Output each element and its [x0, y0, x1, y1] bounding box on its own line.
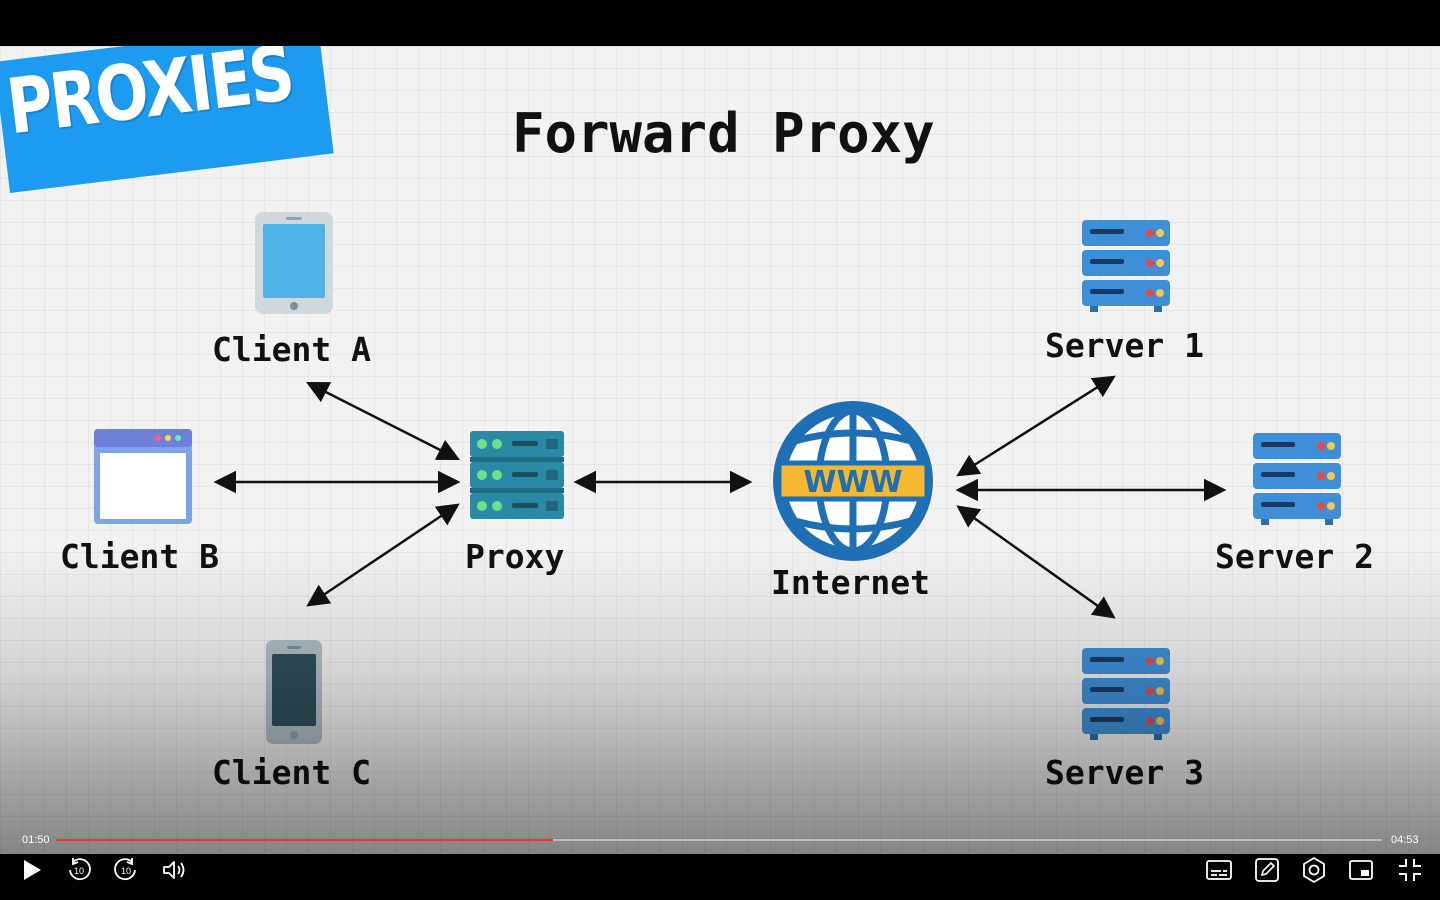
label-client-c: Client C — [212, 753, 371, 792]
globe-icon: WWW — [773, 401, 933, 561]
globe-www-text: WWW — [803, 465, 902, 500]
play-button[interactable] — [18, 856, 46, 884]
label-server-3: Server 3 — [1045, 753, 1204, 792]
label-server-2: Server 2 — [1215, 537, 1374, 576]
svg-text:10: 10 — [121, 866, 131, 876]
notes-button[interactable] — [1253, 856, 1281, 884]
arrow-internet-server3 — [956, 505, 1116, 619]
arrows — [213, 375, 1227, 619]
duration-time: 04:53 — [1391, 834, 1419, 846]
picture-in-picture-button[interactable] — [1347, 856, 1375, 884]
server-1-icon — [1082, 220, 1170, 312]
forward-10-button[interactable]: 10 — [111, 856, 141, 884]
server-3-icon — [1082, 648, 1170, 740]
video-frame[interactable]: PROXIES Forward Proxy — [0, 46, 1440, 854]
edit-note-icon — [1255, 858, 1279, 882]
proxy-server-icon — [470, 431, 564, 519]
label-proxy: Proxy — [465, 537, 565, 576]
exit-fullscreen-button[interactable] — [1395, 856, 1425, 884]
gear-icon — [1303, 857, 1325, 883]
exit-fullscreen-icon — [1399, 859, 1421, 881]
label-client-b: Client B — [60, 537, 219, 576]
tablet-icon — [255, 212, 333, 314]
server-2-icon — [1253, 433, 1341, 525]
label-server-1: Server 1 — [1045, 326, 1204, 365]
fast-forward-icon: 10 — [114, 858, 136, 881]
settings-button[interactable] — [1299, 856, 1329, 884]
arrow-internet-server1 — [956, 375, 1116, 477]
svg-text:10: 10 — [74, 866, 84, 876]
proxy-diagram: WWW — [94, 212, 1341, 744]
label-internet: Internet — [771, 563, 930, 602]
play-icon — [24, 860, 41, 880]
picture-in-picture-icon — [1349, 860, 1373, 880]
label-client-a: Client A — [212, 330, 371, 369]
rewind-icon: 10 — [69, 858, 91, 881]
captions-button[interactable] — [1204, 856, 1234, 884]
slide-title: Forward Proxy — [512, 102, 935, 165]
browser-window-icon — [94, 429, 192, 524]
volume-icon — [163, 861, 185, 879]
rewind-10-button[interactable]: 10 — [64, 856, 94, 884]
arrow-client-a-proxy — [305, 381, 461, 461]
current-time: 01:50 — [22, 834, 50, 846]
seek-bar-progress — [56, 839, 554, 841]
top-letterbox — [0, 0, 1440, 46]
phone-icon — [266, 640, 322, 744]
captions-icon — [1206, 860, 1232, 880]
seek-bar[interactable] — [56, 839, 1382, 841]
arrow-client-c-proxy — [306, 503, 460, 607]
control-bar — [0, 854, 1440, 900]
volume-button[interactable] — [160, 856, 188, 884]
